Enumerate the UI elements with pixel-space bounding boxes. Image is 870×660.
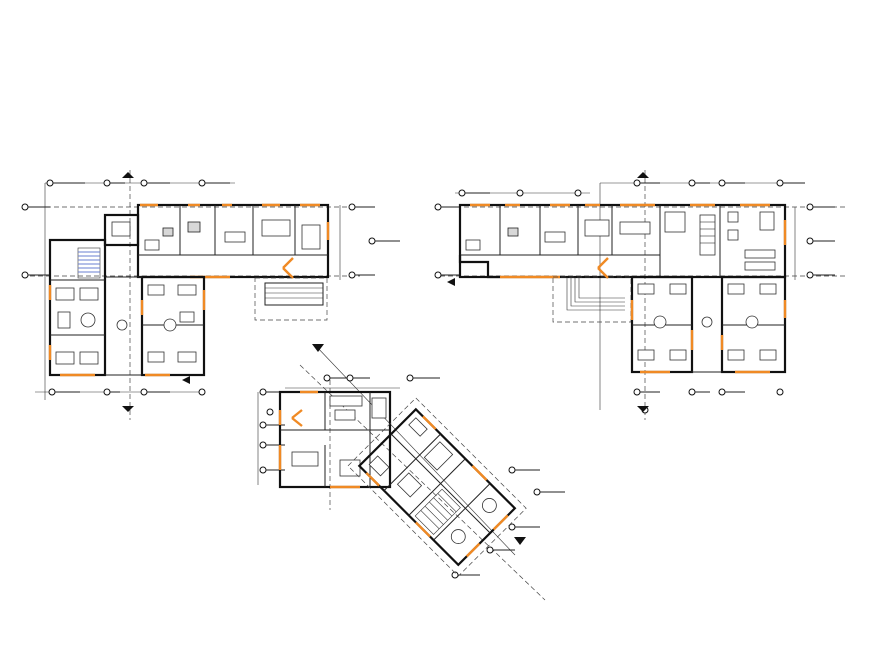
north-arrow — [514, 537, 526, 545]
gym-equipment — [699, 211, 776, 271]
grid-bubbles — [259, 374, 565, 579]
entry-steps — [552, 276, 632, 323]
north-arrow — [312, 344, 324, 352]
plan-rotated — [257, 344, 565, 601]
north-arrow — [447, 278, 455, 286]
grid-bubbles — [21, 179, 400, 396]
stair-treads — [78, 251, 100, 273]
section-markers — [122, 172, 649, 412]
north-arrow — [182, 376, 190, 384]
rotated-wing — [347, 397, 527, 577]
staircase — [77, 247, 101, 279]
plan-right — [434, 170, 845, 420]
plan-left — [21, 170, 400, 420]
entry-door — [597, 257, 609, 279]
entry-door — [282, 257, 294, 279]
grid-bubbles — [434, 179, 835, 414]
entry-steps — [264, 282, 324, 306]
